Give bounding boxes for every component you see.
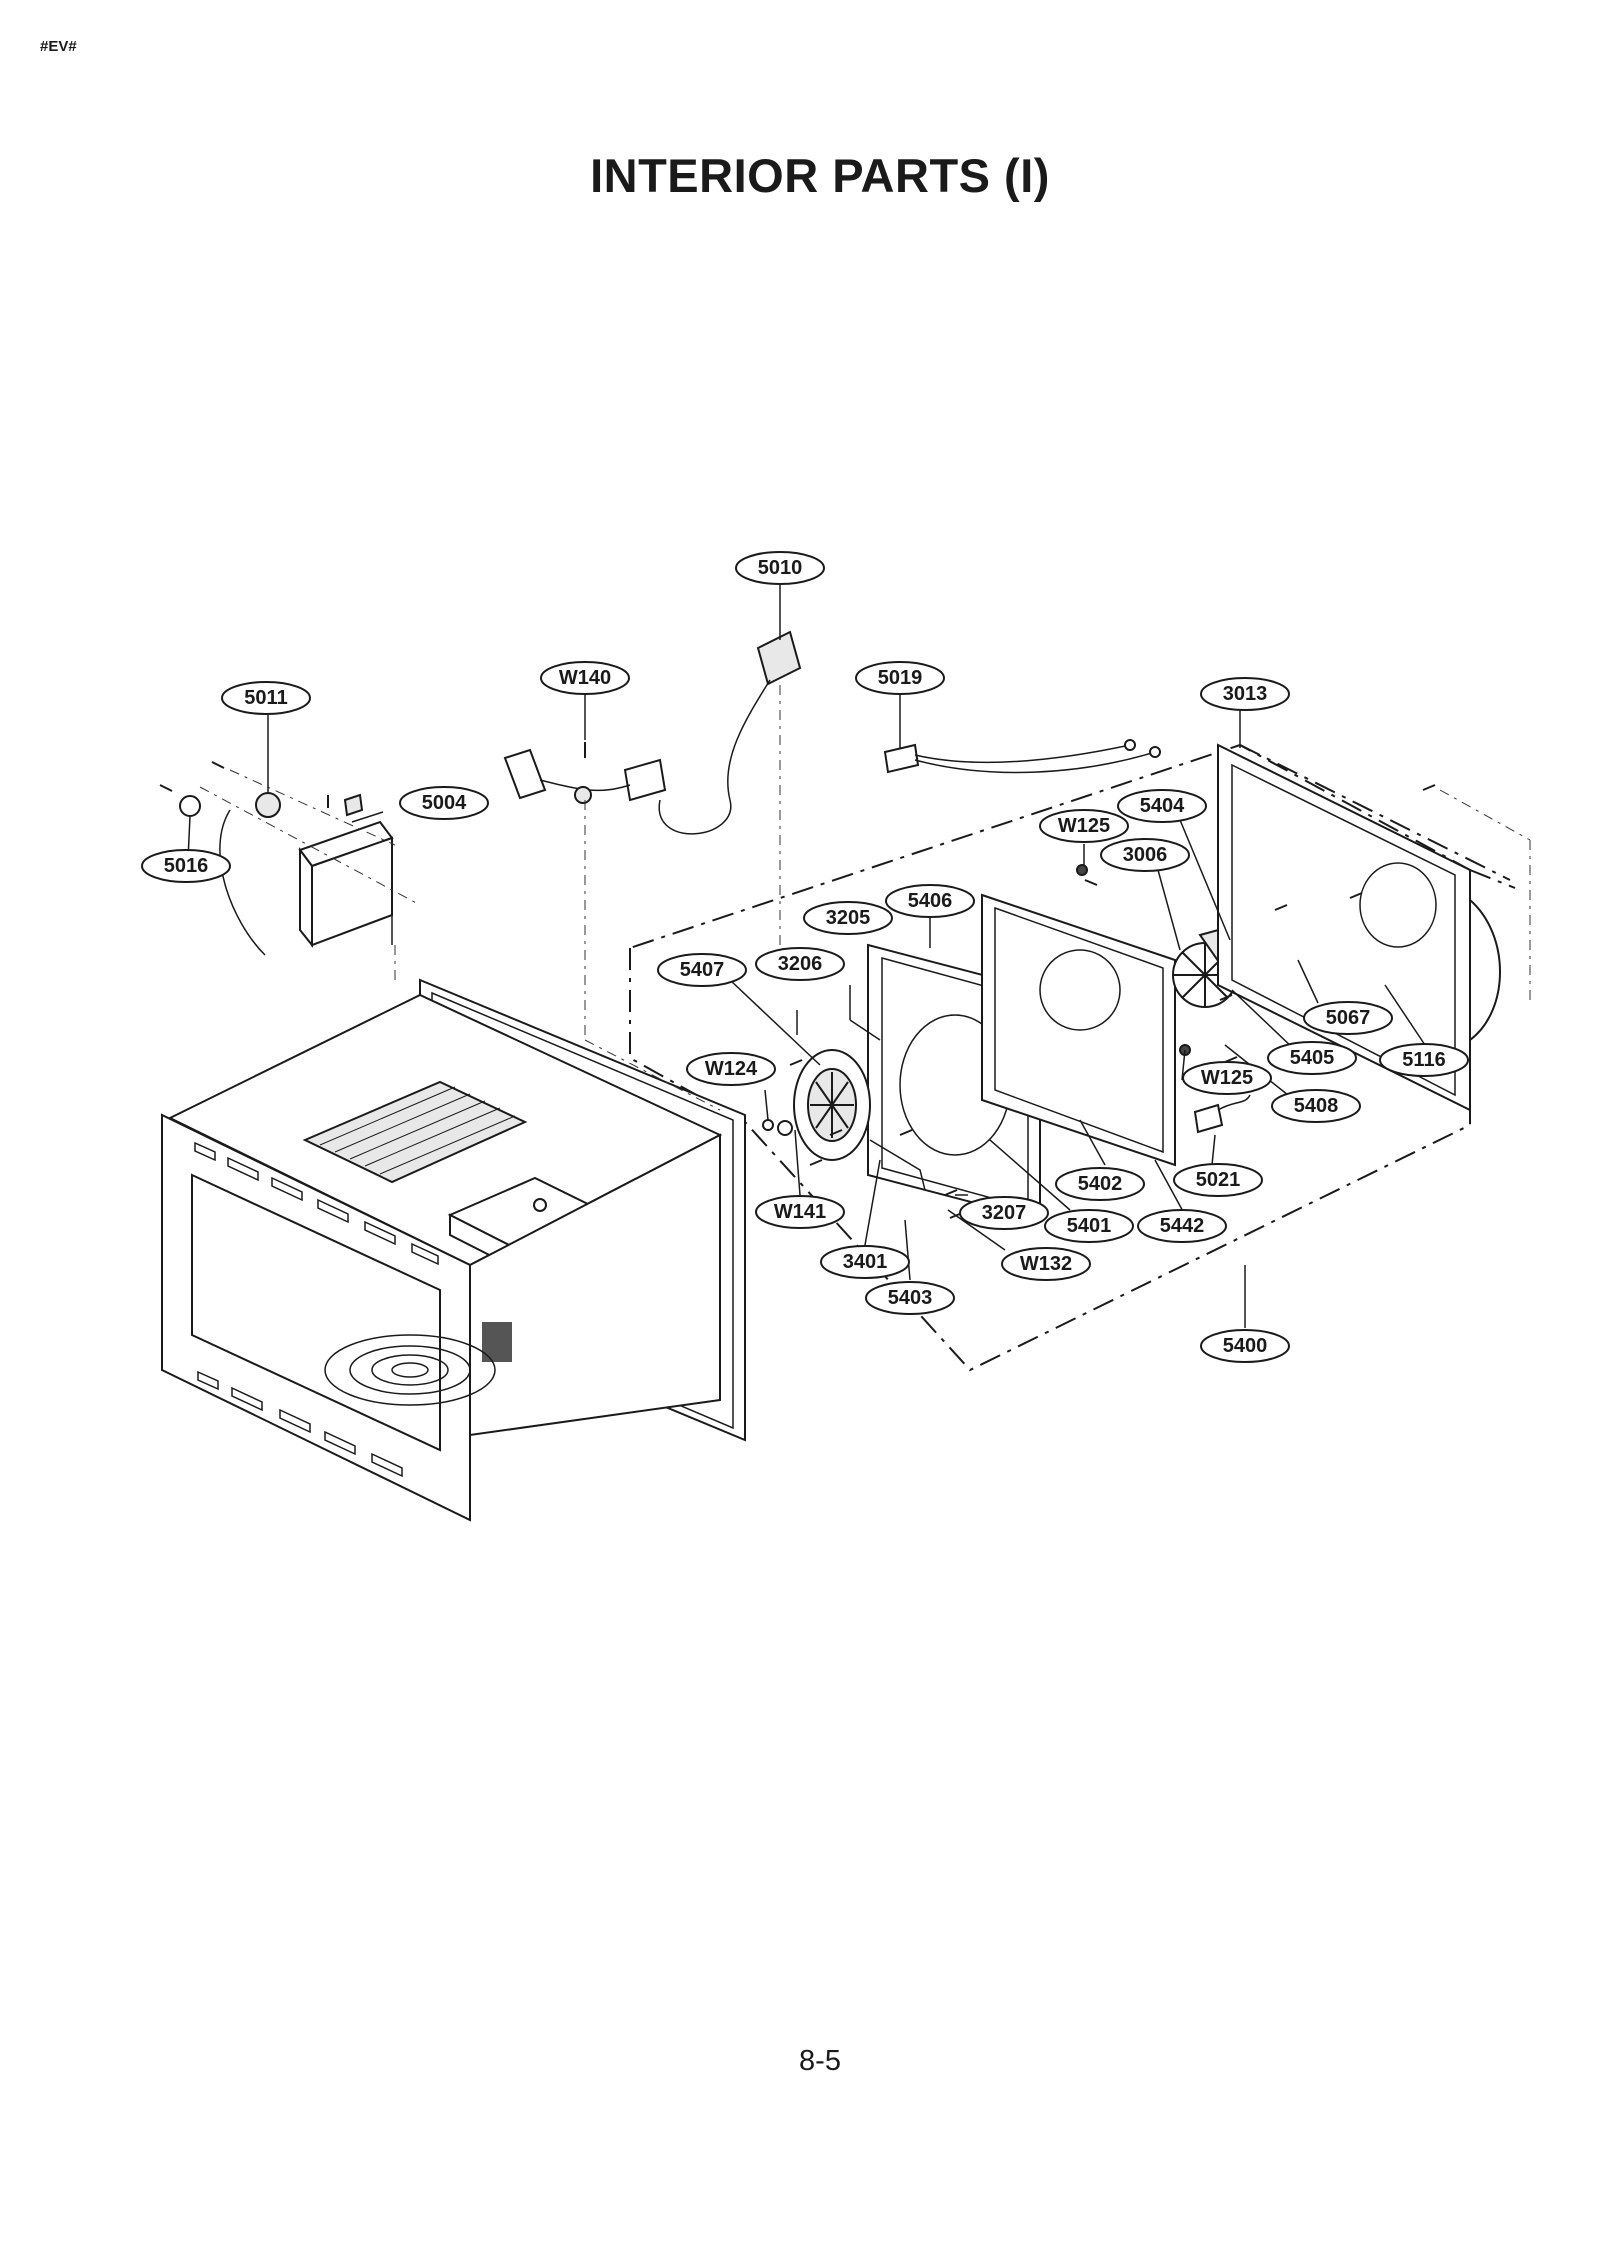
- svg-text:5019: 5019: [878, 667, 923, 689]
- callout-3013: 3013: [1200, 677, 1290, 711]
- callout-w140: W140: [540, 661, 630, 695]
- assembly-5400-outline: [629, 743, 1516, 1372]
- callout-5019: 5019: [855, 661, 945, 695]
- svg-text:5405: 5405: [1290, 1047, 1335, 1069]
- callout-5010: 5010: [735, 551, 825, 585]
- callout-labels: 5010 W140 5019 3013 5011 5004 5016 W125 …: [141, 551, 1469, 1363]
- wire-harness-5019: [883, 739, 1161, 774]
- callout-5407: 5407: [657, 953, 747, 987]
- rear-plate-5402: [981, 893, 1176, 1167]
- svg-text:5408: 5408: [1294, 1095, 1339, 1117]
- heater-element-3401: [793, 1049, 926, 1191]
- page-title: INTERIOR PARTS (I): [590, 149, 1050, 202]
- svg-text:3205: 3205: [826, 907, 871, 929]
- svg-text:5004: 5004: [422, 792, 467, 814]
- svg-text:W125: W125: [1058, 815, 1110, 837]
- svg-text:5011: 5011: [244, 687, 287, 709]
- callout-3207: 3207: [959, 1196, 1049, 1230]
- callout-3401: 3401: [820, 1245, 910, 1279]
- oven-cavity: [161, 978, 746, 1522]
- svg-text:5400: 5400: [1223, 1335, 1268, 1357]
- callout-5116: 5116: [1379, 1043, 1469, 1077]
- callout-w141: W141: [755, 1195, 845, 1229]
- svg-text:5067: 5067: [1326, 1007, 1371, 1029]
- document-tag: #EV#: [40, 38, 77, 55]
- sensor-group-5011: [179, 792, 394, 956]
- svg-text:5403: 5403: [888, 1287, 933, 1309]
- power-cord-5010: [658, 630, 802, 835]
- callout-3006: 3006: [1100, 838, 1190, 872]
- svg-text:3013: 3013: [1223, 683, 1268, 705]
- svg-text:W124: W124: [705, 1058, 758, 1080]
- leader-lines: [187, 585, 1426, 1328]
- callout-5067: 5067: [1303, 1001, 1393, 1035]
- callout-3206: 3206: [755, 947, 845, 981]
- callout-5403: 5403: [865, 1281, 955, 1315]
- callout-3205: 3205: [803, 901, 893, 935]
- svg-text:5402: 5402: [1078, 1173, 1123, 1195]
- svg-text:5010: 5010: [758, 557, 803, 579]
- svg-text:5442: 5442: [1160, 1215, 1205, 1237]
- callout-5011: 5011: [221, 681, 311, 715]
- callout-w125-upper: W125: [1039, 809, 1129, 843]
- callout-5405: 5405: [1267, 1041, 1357, 1075]
- callout-w125-lower: W125: [1182, 1061, 1272, 1095]
- callout-5442: 5442: [1137, 1209, 1227, 1243]
- callout-5401: 5401: [1044, 1209, 1134, 1243]
- svg-text:5401: 5401: [1067, 1215, 1112, 1237]
- svg-text:W141: W141: [774, 1201, 826, 1223]
- svg-text:5404: 5404: [1140, 795, 1185, 817]
- callout-5408: 5408: [1271, 1089, 1361, 1123]
- callout-5406: 5406: [885, 884, 975, 918]
- svg-text:5116: 5116: [1402, 1049, 1445, 1071]
- connector-5021: [1193, 1094, 1251, 1134]
- svg-text:W132: W132: [1020, 1253, 1072, 1275]
- svg-text:W140: W140: [559, 667, 611, 689]
- callout-5400: 5400: [1200, 1329, 1290, 1363]
- svg-text:3401: 3401: [843, 1251, 888, 1273]
- callout-w132: W132: [1001, 1247, 1091, 1281]
- svg-text:5406: 5406: [908, 890, 953, 912]
- callout-5402: 5402: [1055, 1167, 1145, 1201]
- alignment-lines: [199, 685, 1531, 1111]
- page-number: 8-5: [799, 2045, 841, 2077]
- callout-w124: W124: [686, 1052, 776, 1086]
- callout-5016: 5016: [141, 849, 231, 883]
- svg-text:5407: 5407: [680, 959, 725, 981]
- svg-text:3206: 3206: [778, 953, 823, 975]
- callout-5404: 5404: [1117, 789, 1207, 823]
- callout-5004: 5004: [399, 786, 489, 820]
- svg-text:W125: W125: [1201, 1067, 1253, 1089]
- plug-assembly-w140: [503, 748, 667, 804]
- svg-text:3006: 3006: [1123, 844, 1168, 866]
- callout-5021: 5021: [1173, 1163, 1263, 1197]
- svg-text:5021: 5021: [1196, 1169, 1241, 1191]
- svg-text:5016: 5016: [164, 855, 209, 877]
- svg-text:3207: 3207: [982, 1202, 1027, 1224]
